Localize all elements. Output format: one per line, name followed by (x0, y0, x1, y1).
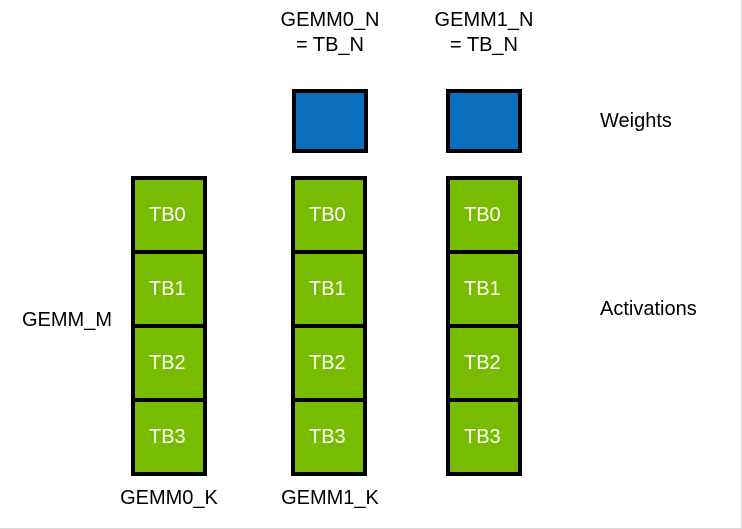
activation-cell-label: TB2 (309, 352, 346, 374)
activation-cell: TB3 (131, 398, 207, 476)
gemm1-n-label: GEMM1_N = TB_N (434, 9, 534, 56)
activation-cell: TB1 (446, 250, 522, 328)
activation-cell-label: TB3 (309, 426, 346, 448)
activation-cell: TB0 (131, 176, 207, 254)
activation-cell-label: TB1 (309, 278, 346, 300)
activation-cell-label: TB0 (464, 204, 501, 226)
activation-cell-label: TB1 (464, 278, 501, 300)
activation-cell: TB2 (446, 324, 522, 402)
gemm0-k-label: GEMM0_K (120, 487, 218, 509)
activation-column-gemm0: TB0 TB1 TB2 TB3 (291, 176, 367, 476)
activation-cell: TB3 (291, 398, 367, 476)
gemm1-weight-block (446, 89, 522, 153)
activation-cell: TB1 (131, 250, 207, 328)
activation-cell: TB3 (446, 398, 522, 476)
activation-cell-label: TB1 (149, 278, 186, 300)
activation-cell-label: TB0 (309, 204, 346, 226)
gemm1-k-label: GEMM1_K (281, 487, 379, 509)
gemm0-n-label: GEMM0_N = TB_N (280, 9, 380, 56)
weights-row-label: Weights (600, 110, 672, 132)
activation-cell: TB2 (291, 324, 367, 402)
activation-cell: TB1 (291, 250, 367, 328)
gemm-m-label: GEMM_M (22, 309, 112, 331)
activation-column-gemm1: TB0 TB1 TB2 TB3 (446, 176, 522, 476)
activation-cell-label: TB0 (149, 204, 186, 226)
activation-cell-label: TB2 (149, 352, 186, 374)
activation-cell: TB0 (291, 176, 367, 254)
activation-cell-label: TB2 (464, 352, 501, 374)
activation-column-left: TB0 TB1 TB2 TB3 (131, 176, 207, 476)
activation-cell-label: TB3 (149, 426, 186, 448)
activation-cell-label: TB3 (464, 426, 501, 448)
activation-cell: TB0 (446, 176, 522, 254)
gemm0-weight-block (292, 89, 368, 153)
activations-row-label: Activations (600, 298, 697, 320)
activation-cell: TB2 (131, 324, 207, 402)
